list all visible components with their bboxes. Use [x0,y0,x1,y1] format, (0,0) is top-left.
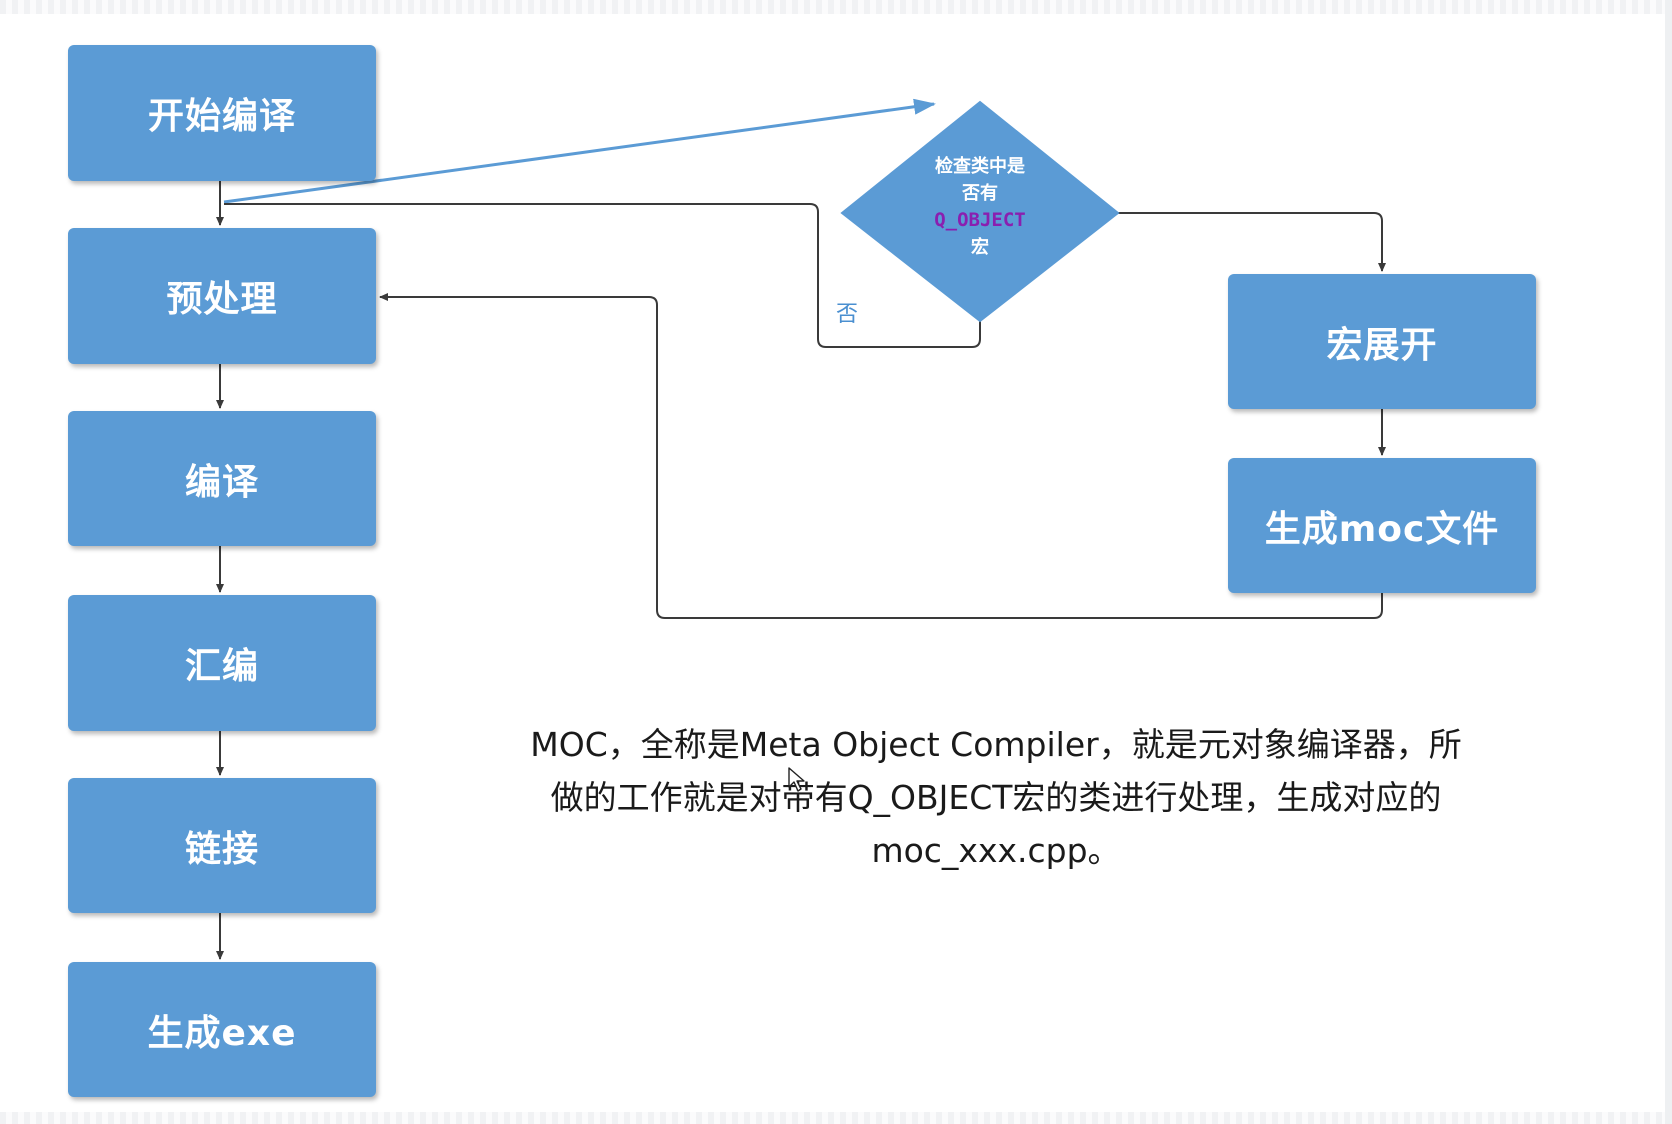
step-compile: 编译 [68,411,376,546]
step-link: 链接 [68,778,376,913]
step-generate-exe-label: 生成exe [147,1012,297,1054]
step-generate-moc-file-label: 生成moc文件 [1264,508,1500,550]
step-macro-expand: 宏展开 [1228,274,1536,409]
step-assemble: 汇编 [68,595,376,731]
decision-text: 检查类中是 否有 Q_OBJECT 宏 [895,153,1065,261]
bottom-border-strip [0,1112,1672,1124]
moc-description-line1: MOC，全称是Meta Object Compiler，就是元对象编译器，所 [530,725,1462,764]
step-start-compile-label: 开始编译 [147,96,296,137]
decision-text-line2: 否有 [962,183,998,204]
connector-decision-no-loop [224,203,981,348]
right-border-strip [1665,0,1672,1124]
decision-diamond [840,100,1120,323]
decision-text-macro: Q_OBJECT [934,209,1026,231]
step-preprocess: 预处理 [68,228,376,364]
step-generate-exe: 生成exe [68,962,376,1097]
step-preprocess-label: 预处理 [166,279,278,320]
moc-description-line3: moc_xxx.cpp。 [871,831,1121,870]
decision-text-line1: 检查类中是 [935,156,1025,177]
decision-text-line4: 宏 [971,237,989,258]
moc-description-line2: 做的工作就是对带有Q_OBJECT宏的类进行处理，生成对应的 [550,778,1442,817]
connector-decision-to-macro-expand [1118,212,1386,272]
top-border-strip [0,0,1672,14]
connector-moc-back-to-preprocess [379,293,1383,619]
blue-arrow-to-decision [223,98,936,204]
step-compile-label: 编译 [184,461,259,503]
decision-no-label: 否 [836,302,859,327]
mouse-cursor-icon [788,767,805,792]
step-generate-moc-file: 生成moc文件 [1228,458,1536,593]
step-start-compile: 开始编译 [68,45,376,181]
step-assemble-label: 汇编 [184,646,259,687]
step-macro-expand-label: 宏展开 [1326,324,1438,366]
moc-description: MOC，全称是Meta Object Compiler，就是元对象编译器，所 做… [478,718,1514,877]
step-link-label: 链接 [184,828,259,870]
